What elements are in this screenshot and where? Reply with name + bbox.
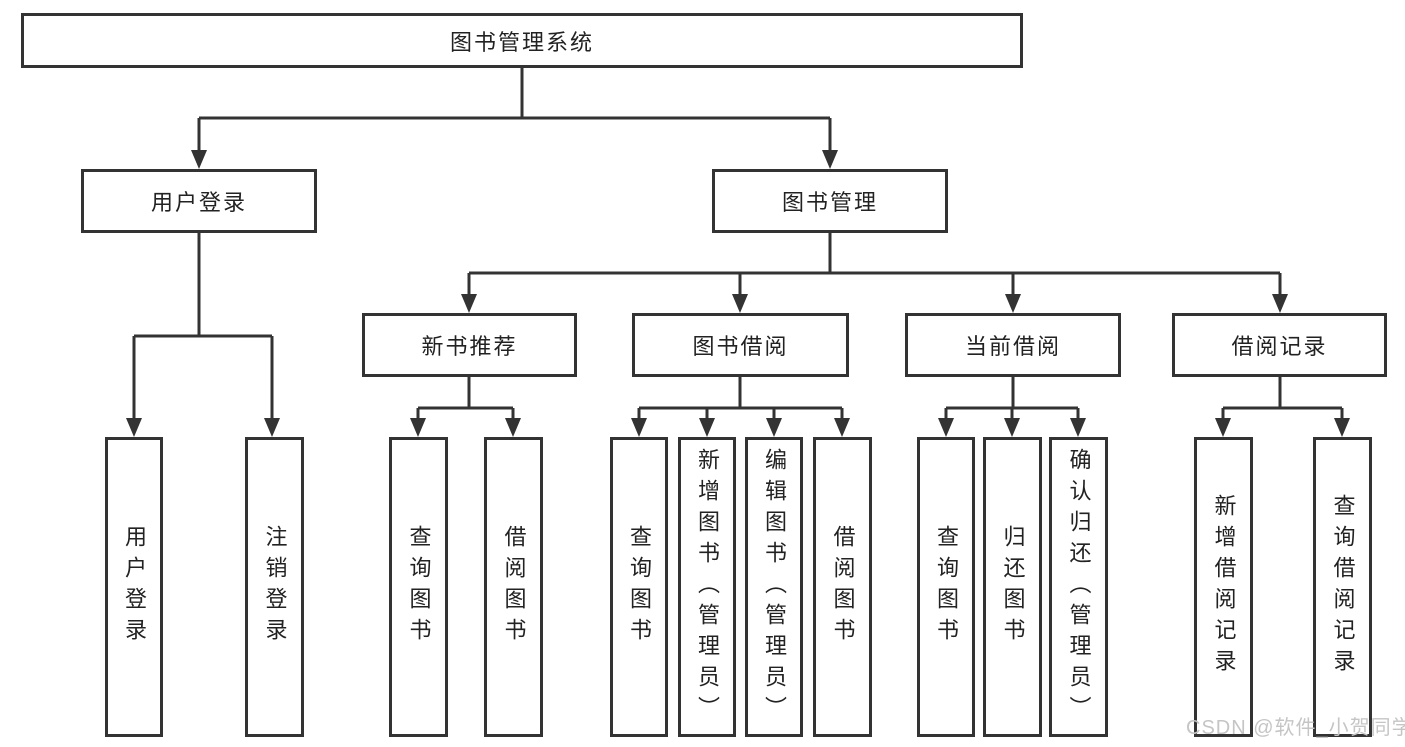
node-current-query-books: 查询图书 [917, 437, 975, 737]
node-label: 图书管理系统 [449, 29, 594, 55]
node-label: 查询图书 [934, 525, 959, 649]
node-label: 查询借阅记录 [1330, 494, 1356, 680]
node-add-borrowing-record: 新增借阅记录 [1194, 437, 1253, 737]
connector-book-management-to-level3 [461, 233, 1288, 313]
node-new-book-recommendation: 新书推荐 [362, 313, 577, 377]
node-book-management: 图书管理 [712, 169, 948, 233]
node-label: 查询图书 [406, 525, 432, 649]
node-logout: 注销登录 [245, 437, 304, 737]
node-label: 当前借阅 [964, 334, 1061, 359]
node-label: 借阅图书 [501, 525, 527, 649]
node-user-login: 用户登录 [105, 437, 163, 737]
node-label: 用户登录 [122, 525, 147, 649]
node-user-login-branch: 用户登录 [81, 169, 317, 233]
node-current-borrowing: 当前借阅 [905, 313, 1121, 377]
connector-borrowing-to-leaves [631, 377, 850, 437]
connector-records-to-leaves [1215, 377, 1350, 437]
node-label: 借阅记录 [1231, 334, 1328, 359]
node-borrowing-borrow-books: 借阅图书 [813, 437, 872, 737]
node-library-management-system: 图书管理系统 [21, 13, 1023, 68]
node-book-borrowing: 图书借阅 [632, 313, 849, 377]
connector-current-to-leaves [938, 377, 1086, 437]
node-label: 图书管理 [781, 190, 878, 215]
node-borrowing-records: 借阅记录 [1172, 313, 1387, 377]
node-label: 编辑图书（管理员） [762, 447, 787, 727]
node-label: 新增借阅记录 [1211, 494, 1237, 680]
node-label: 用户登录 [150, 190, 247, 215]
connector-recommend-to-leaves [410, 377, 521, 437]
node-edit-books-admin: 编辑图书（管理员） [745, 437, 803, 737]
node-label: 新书推荐 [421, 334, 518, 359]
node-return-books: 归还图书 [983, 437, 1042, 737]
connector-root-to-level2 [191, 68, 838, 169]
node-label: 新增图书（管理员） [695, 447, 720, 727]
node-borrowing-query-books: 查询图书 [610, 437, 668, 737]
node-confirm-return-admin: 确认归还（管理员） [1049, 437, 1108, 737]
node-recommend-borrow-books: 借阅图书 [484, 437, 543, 737]
node-label: 归还图书 [1000, 525, 1026, 649]
node-label: 查询图书 [627, 525, 652, 649]
node-query-borrowing-record: 查询借阅记录 [1313, 437, 1372, 737]
node-label: 图书借阅 [692, 334, 789, 359]
node-label: 确认归还（管理员） [1066, 447, 1092, 727]
node-recommend-query-books: 查询图书 [389, 437, 448, 737]
node-label: 借阅图书 [830, 525, 856, 649]
node-label: 注销登录 [262, 525, 288, 649]
watermark: CSDN @软件_小贺同学 [1186, 717, 1405, 739]
connector-user-login-to-leaves [126, 233, 280, 437]
node-add-books-admin: 新增图书（管理员） [678, 437, 736, 737]
